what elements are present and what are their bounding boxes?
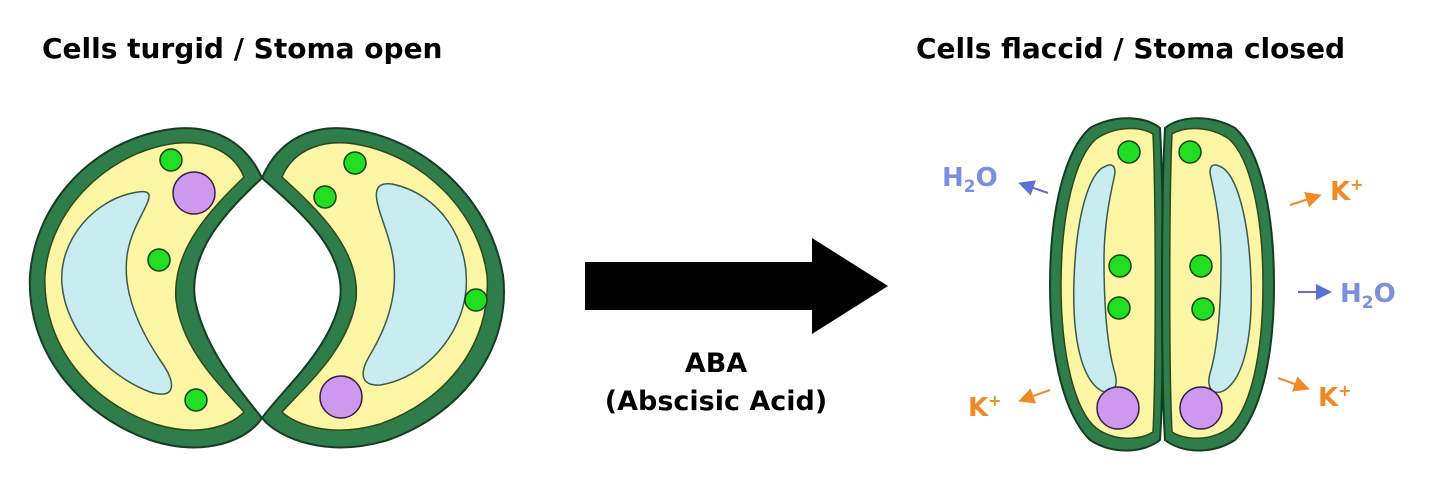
chloroplast: [1107, 296, 1131, 320]
guard-cell-closed-right: [1161, 117, 1276, 452]
vacuole: [1208, 164, 1253, 394]
chloroplast: [313, 185, 337, 209]
vacuole: [362, 183, 468, 386]
closed-stoma: H2O K+ H2O K+ K+: [942, 117, 1396, 452]
potassium-label-bottom: K+: [1318, 381, 1352, 413]
water-out-arrow-left: [1018, 180, 1049, 196]
open-stoma: [28, 127, 505, 449]
chloroplast: [343, 151, 367, 175]
vacuole: [1072, 164, 1117, 394]
title-right: Cells flaccid / Stoma closed: [916, 32, 1345, 65]
vacuole: [61, 190, 173, 395]
guard-cell-closed-left: [1048, 117, 1164, 452]
potassium-out-arrow-top: [1289, 192, 1322, 208]
right-arrow-icon: [585, 238, 888, 334]
nucleus: [1096, 386, 1140, 430]
chloroplast: [1108, 254, 1132, 278]
aba-full-name: (Abscisic Acid): [605, 386, 827, 417]
chloroplast: [184, 388, 208, 412]
guard-cell-open-right: [260, 127, 505, 449]
chloroplast: [159, 148, 183, 172]
nucleus: [1179, 386, 1223, 430]
aba-label: ABA: [685, 348, 747, 379]
guard-cell-open-left: [28, 127, 264, 449]
chloroplast: [1189, 254, 1213, 278]
nucleus: [172, 171, 216, 215]
potassium-label-left: K+: [968, 391, 1002, 423]
chloroplast: [1117, 140, 1141, 164]
chloroplast: [147, 248, 171, 272]
water-label-right: H2O: [1340, 279, 1396, 313]
process-arrow: ABA (Abscisic Acid): [585, 238, 888, 417]
chloroplast: [1178, 140, 1202, 164]
water-label-left: H2O: [942, 163, 998, 197]
potassium-out-arrow-left: [1018, 388, 1051, 404]
chloroplast: [464, 288, 488, 312]
chloroplast: [1191, 297, 1215, 321]
title-left: Cells turgid / Stoma open: [42, 32, 443, 65]
potassium-label-top: K+: [1330, 175, 1364, 207]
potassium-out-arrow-bottom: [1277, 376, 1310, 392]
nucleus: [319, 375, 363, 419]
